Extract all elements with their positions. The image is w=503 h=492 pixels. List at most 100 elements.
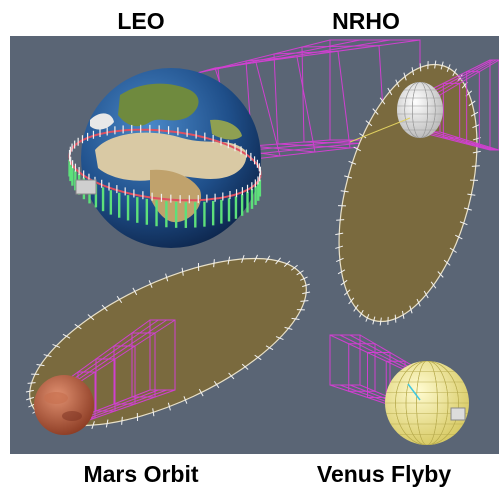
orbit-tick xyxy=(411,67,415,76)
orbit-tick xyxy=(379,97,386,105)
orbit-tick xyxy=(213,259,215,268)
orbit-tick xyxy=(459,221,468,226)
orbit-tick xyxy=(116,295,123,304)
leo-orbit-ring-back xyxy=(68,124,262,179)
moon-icon xyxy=(397,82,443,138)
orbit-tick xyxy=(372,316,376,325)
orbit-tick xyxy=(446,64,451,73)
orbit-tick xyxy=(254,354,262,361)
orbit-tick xyxy=(101,304,108,312)
orbit-tick xyxy=(87,314,95,321)
orbit-tick xyxy=(26,396,34,401)
orbit-tick xyxy=(449,247,457,253)
orbit-tick xyxy=(470,111,479,117)
orbit-tick xyxy=(227,256,231,265)
orbit-tick xyxy=(455,234,463,240)
orbit-tick xyxy=(167,402,171,411)
orbit-tick xyxy=(290,264,298,271)
orbit-tick xyxy=(300,300,309,302)
orbit-tick xyxy=(228,372,235,380)
orbit-tick xyxy=(468,100,476,107)
orbit-tick xyxy=(440,61,444,70)
orbit-tick xyxy=(165,273,169,282)
orbit-tick xyxy=(213,380,220,389)
orbit-tick xyxy=(302,283,310,288)
orbit-tick xyxy=(423,290,429,299)
orbit-tick xyxy=(343,289,351,296)
venus-scene xyxy=(329,334,469,445)
orbit-tick xyxy=(183,396,188,404)
orbit-tick xyxy=(52,344,61,348)
orbit-tick xyxy=(296,270,304,276)
orbit-tick xyxy=(275,257,281,265)
orbit-tick xyxy=(467,193,476,196)
scene-svg xyxy=(25,39,499,445)
orbit-tick xyxy=(36,364,45,367)
orbit-tick xyxy=(344,175,353,179)
orbit-tick xyxy=(275,336,284,340)
orbit-tick xyxy=(284,326,293,330)
orbit-tick xyxy=(437,271,444,278)
mars-scene xyxy=(25,254,311,435)
orbit-tick xyxy=(43,354,52,358)
orbit-tick xyxy=(372,108,379,115)
orbit-tick xyxy=(336,257,344,263)
orbit-tick xyxy=(348,297,355,305)
nrho-scene xyxy=(335,59,499,326)
caption-nrho: NRHO xyxy=(332,8,400,34)
orbit-tick xyxy=(336,219,345,221)
orbit-tick xyxy=(152,408,155,417)
mars-planet-icon xyxy=(34,375,94,435)
orbit-tick xyxy=(148,280,153,288)
orbit-tick xyxy=(403,72,407,81)
orbit-tick xyxy=(291,317,300,320)
orbit-tick xyxy=(365,313,370,322)
caption-mars-orbit: Mars Orbit xyxy=(83,461,199,487)
orbit-tick xyxy=(409,305,413,314)
orbit-tick xyxy=(452,68,457,77)
leo-orbit-ring-front xyxy=(68,149,262,204)
orbit-tick xyxy=(471,165,480,167)
orbit-tick xyxy=(463,207,472,211)
orbit-tick xyxy=(62,333,71,339)
leo-antenna-array xyxy=(68,159,262,228)
leo-spacecraft xyxy=(75,179,97,195)
earth-globe-icon xyxy=(81,68,261,248)
orbit-tick xyxy=(300,276,308,281)
orbit-tick xyxy=(74,323,82,330)
orbit-tick xyxy=(121,416,123,425)
orbit-tick xyxy=(365,120,373,127)
orbit-tick xyxy=(443,259,451,266)
orbit-tick xyxy=(434,60,437,69)
orbit-tick xyxy=(359,309,364,318)
caption-venus-flyby: Venus Flyby xyxy=(316,461,452,487)
orbit-tick xyxy=(335,232,344,236)
orbit-tick xyxy=(241,254,245,263)
orbit-tick xyxy=(416,298,421,307)
orbit-tick xyxy=(340,279,348,286)
orbit-tick xyxy=(419,63,422,72)
orbit-tick xyxy=(353,146,361,152)
mars-orbit-ticks xyxy=(25,254,311,430)
orbit-tick xyxy=(27,382,36,384)
orbit-tick xyxy=(472,123,480,129)
orbit-tick xyxy=(253,254,258,263)
scene-panel xyxy=(10,36,499,454)
orbit-tick xyxy=(132,287,138,296)
orbit-tick xyxy=(401,310,405,319)
orbit-tick xyxy=(265,345,274,351)
caption-leo: LEO xyxy=(117,8,165,34)
orbit-tick xyxy=(302,291,311,295)
orbit-tick xyxy=(265,255,271,263)
venus-spacecraft xyxy=(450,407,466,421)
orbit-tick xyxy=(387,87,393,96)
orbit-tick xyxy=(335,245,344,249)
orbit-tick xyxy=(430,281,437,289)
orbit-tick xyxy=(394,314,397,323)
venus-planet-icon xyxy=(385,361,469,445)
nrho-line-of-sight xyxy=(349,117,411,143)
orbit-tick xyxy=(283,260,291,268)
orbit-tick xyxy=(348,160,357,165)
orbit-tick xyxy=(91,421,95,430)
orbit-tick xyxy=(340,190,349,193)
